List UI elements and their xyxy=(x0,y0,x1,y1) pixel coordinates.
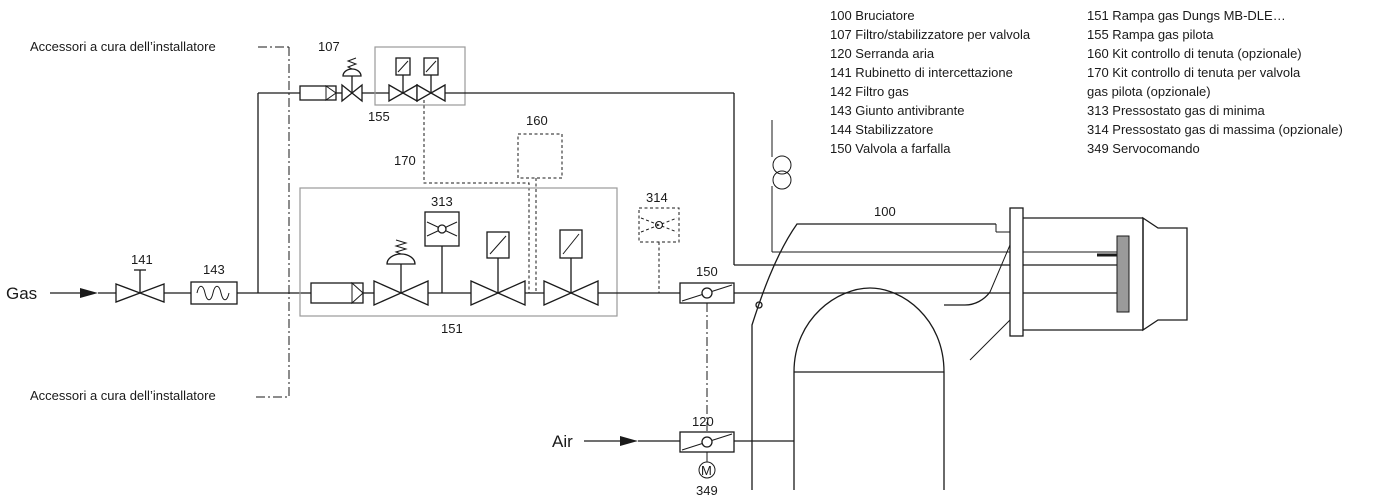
motor-icon: M xyxy=(701,463,712,478)
label-160: 160 xyxy=(526,113,548,128)
pilot-gas-line: 107 155 170 xyxy=(257,39,1117,293)
legend-item: 160 Kit controllo di tenuta (opzionale) xyxy=(1087,46,1302,61)
legend-item: 313 Pressostato gas di minima xyxy=(1087,103,1266,118)
combustion-head xyxy=(1116,235,1130,313)
legend: 100 Bruciatore 107 Filtro/stabilizzatore… xyxy=(830,8,1343,156)
label-170: 170 xyxy=(394,153,416,168)
pilot-gas-train-155 xyxy=(374,46,466,106)
label-107: 107 xyxy=(318,39,340,54)
burner-100: 100 xyxy=(751,204,1188,490)
label-155: 155 xyxy=(368,109,390,124)
butterfly-valve-150: 150 xyxy=(679,264,1117,432)
legend-item: 143 Giunto antivibrante xyxy=(830,103,964,118)
installer-label-bottom: Accessori a cura dell’installatore xyxy=(30,388,216,403)
servomotor-349 xyxy=(698,461,716,479)
air-arrow-icon xyxy=(620,436,638,446)
installer-boundary: Accessori a cura dell’installatore Acces… xyxy=(30,39,290,403)
legend-item: gas pilota (opzionale) xyxy=(1087,84,1211,99)
transformer-icon xyxy=(772,155,792,175)
legend-item: 141 Rubinetto di intercettazione xyxy=(830,65,1013,80)
label-150: 150 xyxy=(696,264,718,279)
legend-item: 144 Stabilizzatore xyxy=(830,122,933,137)
installer-label-top: Accessori a cura dell’installatore xyxy=(30,39,216,54)
gas-arrow-icon xyxy=(80,288,98,298)
legend-item: 170 Kit controllo di tenuta per valvola xyxy=(1087,65,1301,80)
ignition-transformer xyxy=(771,120,1117,253)
legend-item: 314 Pressostato gas di massima (opzional… xyxy=(1087,122,1343,137)
legend-item: 142 Filtro gas xyxy=(830,84,909,99)
label-314: 314 xyxy=(646,190,668,205)
legend-item: 107 Filtro/stabilizzatore per valvola xyxy=(830,27,1031,42)
legend-item: 349 Servocomando xyxy=(1087,141,1200,156)
label-349: 349 xyxy=(696,483,718,498)
gas-inlet: Gas xyxy=(6,284,116,303)
shutoff-valve-141: 141 xyxy=(115,252,191,303)
label-313: 313 xyxy=(431,194,453,209)
air-inlet: Air 120 M 349 xyxy=(552,414,794,498)
legend-item: 120 Serranda aria xyxy=(830,46,935,61)
gas-label: Gas xyxy=(6,284,37,303)
label-100: 100 xyxy=(874,204,896,219)
legend-item: 151 Rampa gas Dungs MB-DLE… xyxy=(1087,8,1286,23)
label-120: 120 xyxy=(692,414,714,429)
legend-item: 100 Bruciatore xyxy=(830,8,915,23)
main-gas-train-151: 151 313 xyxy=(299,187,680,336)
legend-item: 150 Valvola a farfalla xyxy=(830,141,951,156)
label-143: 143 xyxy=(203,262,225,277)
legend-item: 155 Rampa gas pilota xyxy=(1087,27,1214,42)
air-label: Air xyxy=(552,432,573,451)
label-151: 151 xyxy=(441,321,463,336)
max-pressure-switch-314: 314 xyxy=(638,190,680,293)
antivibration-joint-143: 143 xyxy=(190,262,311,305)
leak-check-kit-160: 160 xyxy=(517,113,563,293)
label-141: 141 xyxy=(131,252,153,267)
